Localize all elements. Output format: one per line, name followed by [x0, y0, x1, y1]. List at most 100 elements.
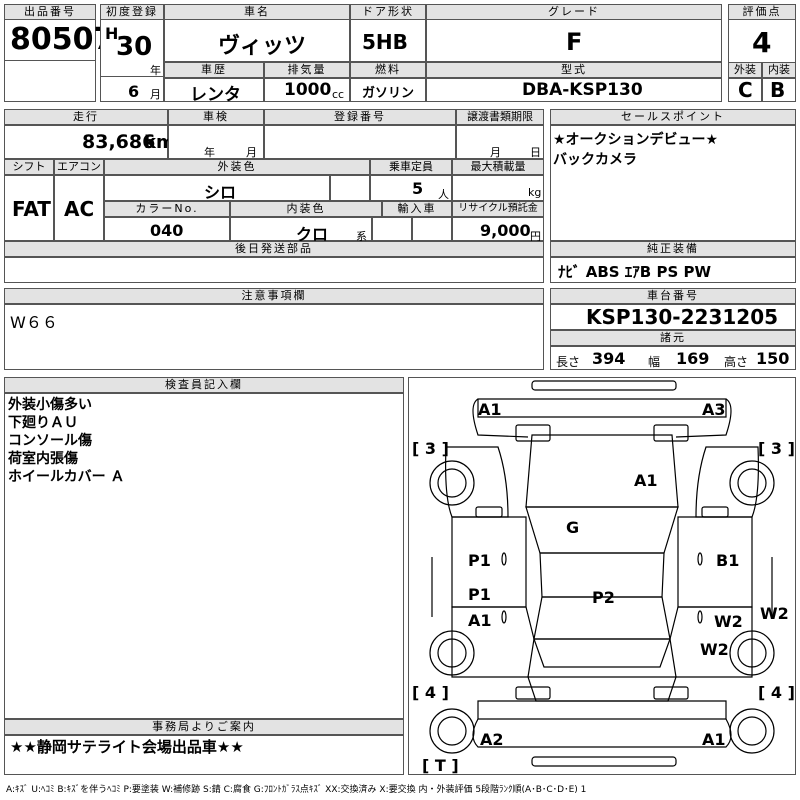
lot-header: 出品番号: [4, 4, 96, 20]
sales-point-cell: [550, 125, 796, 241]
office-value: ★★静岡サテライト会場出品車★★: [10, 738, 244, 756]
transfer-day-unit: 日: [530, 146, 541, 159]
inspector-header: 検査員記入欄: [4, 377, 404, 393]
displacement-value: 1000: [284, 80, 332, 100]
first-reg-month: 6: [128, 82, 140, 101]
specs-width-value: 169: [676, 349, 710, 368]
specs-length-value: 394: [592, 349, 626, 368]
code-trunk: P2: [592, 588, 615, 607]
code-right-rear-edge: W2: [700, 640, 729, 659]
code-right-rear-door: W2: [714, 612, 743, 631]
door-value: 5HB: [362, 30, 408, 54]
capacity-value: 5: [412, 179, 424, 198]
code-hood: A1: [634, 471, 658, 490]
inspector-cell: [4, 393, 404, 719]
car-name-header: 車名: [164, 4, 350, 20]
shift-value: FAT: [12, 197, 51, 221]
fuel-cell: [350, 78, 426, 102]
registration-header: 登録番号: [264, 109, 456, 125]
model-header: 型式: [426, 62, 722, 78]
notes-value: W６６: [10, 313, 58, 332]
first-reg-year-unit: 年: [150, 64, 161, 77]
office-header: 事務局よりご案内: [4, 719, 404, 735]
max-load-header: 最大積載量: [452, 159, 544, 175]
lot-lower-box: [4, 60, 96, 102]
aircon-header: エアコン: [54, 159, 104, 175]
specs-cell: [550, 346, 796, 370]
ext-color-header: 外装色: [104, 159, 370, 175]
chassis-value: KSP130-2231205: [586, 305, 779, 329]
inspection-cell: [168, 125, 264, 159]
transfer-month-unit: 月: [490, 146, 501, 159]
chassis-header: 車台番号: [550, 288, 796, 304]
shift-cell: [4, 175, 54, 241]
recycle-unit: 円: [530, 230, 541, 243]
score-interior-cell: [762, 78, 796, 102]
inspection-month-unit: 月: [246, 146, 257, 159]
genuine-cell: [550, 257, 796, 283]
aircon-value: AC: [64, 197, 95, 221]
registration-cell: [264, 125, 456, 159]
code-left-rear-door-b: A1: [468, 611, 492, 630]
score-value: 4: [752, 26, 772, 59]
score-exterior-header: 外装: [728, 62, 762, 78]
door-header: ドア形状: [350, 4, 426, 20]
code-roof: G: [566, 518, 580, 537]
bracket-top-left: [ 3 ]: [412, 439, 449, 458]
inspection-header: 車検: [168, 109, 264, 125]
code-front-left-corner: A1: [478, 400, 502, 419]
inspector-line-3: コンソール傷: [8, 433, 92, 449]
fuel-value: ガソリン: [362, 86, 415, 101]
lot-number: 80507: [10, 22, 115, 57]
code-rear-right-corner: A1: [702, 730, 726, 749]
history-header: 車歴: [164, 62, 264, 78]
specs-height-value: 150: [756, 349, 790, 368]
bracket-bottom-center: [ T ]: [422, 756, 459, 775]
history-value: レンタ: [190, 85, 241, 105]
transfer-cell: [456, 125, 544, 159]
recycle-header: リサイクル預託金: [452, 201, 544, 217]
import-cell: [372, 217, 412, 241]
diagram-box: [408, 377, 796, 775]
import-cell-2: [412, 217, 452, 241]
sales-point-line-1: ★オークションデビュー★: [553, 132, 719, 148]
inspection-year-unit: 年: [204, 146, 215, 159]
code-rear-left-corner: A2: [480, 730, 504, 749]
shift-header: シフト: [4, 159, 54, 175]
inspector-line-1: 外装小傷多い: [8, 397, 92, 413]
bracket-bottom-left: [ 4 ]: [412, 683, 449, 702]
first-reg-header: 初度登録: [100, 4, 164, 20]
history-cell: [164, 78, 264, 102]
color-no-cell: [104, 217, 230, 241]
grade-header: グレード: [426, 4, 722, 20]
color-no-header: カラーNo.: [104, 201, 230, 217]
later-parts-cell: [4, 257, 544, 283]
specs-width-label: 幅: [648, 355, 661, 369]
score-interior-header: 内装: [762, 62, 796, 78]
code-right-front-door: B1: [716, 551, 740, 570]
mileage-header: 走行: [4, 109, 168, 125]
first-reg-era: H: [105, 24, 119, 43]
max-load-unit: kg: [528, 186, 542, 199]
max-load-cell: [452, 175, 544, 201]
mileage-cell: [4, 125, 168, 159]
recycle-cell: [452, 217, 544, 241]
specs-height-label: 高さ: [724, 355, 749, 369]
int-color-cell: [230, 217, 372, 241]
inspector-line-2: 下廻りＡＵ: [8, 415, 78, 431]
score-exterior-value: C: [738, 78, 753, 102]
chassis-cell: [550, 304, 796, 330]
aircon-cell: [54, 175, 104, 241]
later-parts-header: 後日発送部品: [4, 241, 544, 257]
first-reg-box: [100, 4, 164, 102]
bracket-bottom-right: [ 4 ]: [758, 683, 795, 702]
inspector-line-4: 荷室内張傷: [8, 451, 78, 467]
notes-header: 注意事項欄: [4, 288, 544, 304]
specs-length-label: 長さ: [556, 355, 581, 369]
office-cell: [4, 735, 404, 775]
fuel-header: 燃料: [350, 62, 426, 78]
grade-value: F: [566, 28, 583, 56]
int-color-unit: 系: [356, 230, 367, 243]
displacement-header: 排気量: [264, 62, 350, 78]
car-name-value: ヴィッツ: [218, 34, 307, 59]
